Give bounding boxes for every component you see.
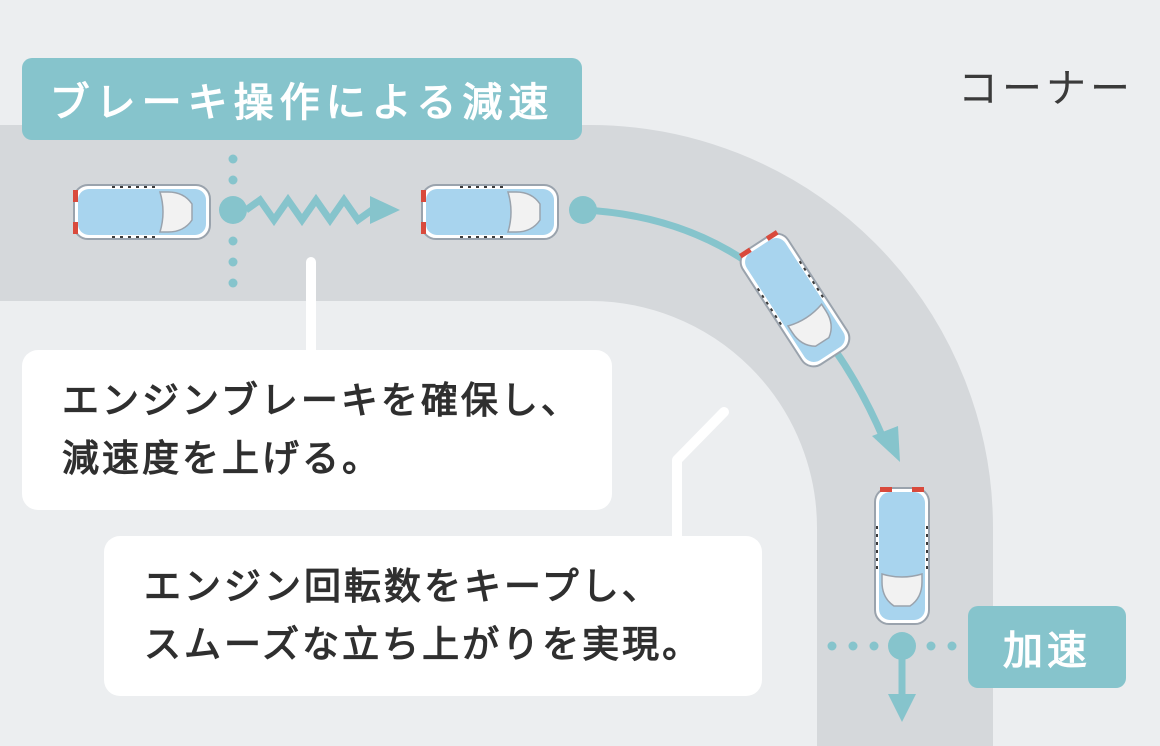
brake-point-marker [219,196,247,224]
deceleration-arrowhead [370,196,400,224]
engine-rpm-callout: エンジン回転数をキープし、 スムーズな立ち上がりを実現。 [104,536,762,696]
car-after-braking [420,184,559,240]
engine-brake-callout-line1: エンジンブレーキを確保し、 [62,379,581,422]
acceleration-tag-text: 加速 [1003,628,1091,674]
brake-deceleration-tag-text: ブレーキ操作による減速 [49,80,555,126]
callout-leader-2 [672,407,729,543]
car-corner-exit [874,486,930,625]
corner-label: コーナー [958,66,1134,112]
car-before-braking [72,184,211,240]
brake-point-dotted-line [228,154,238,288]
engine-brake-callout: エンジンブレーキを確保し、 減速度を上げる。 [22,350,612,510]
accel-point-dotted-line [827,641,957,651]
deceleration-zigzag-arrow [243,193,375,227]
engine-rpm-callout-line2: スムーズな立ち上がりを実現。 [144,623,703,666]
acceleration-tag: 加速 [968,606,1126,688]
brake-deceleration-tag: ブレーキ操作による減速 [22,58,582,140]
engine-brake-callout-line2: 減速度を上げる。 [62,437,382,480]
acceleration-arrowhead [888,694,916,722]
cornering-arrowhead [872,426,900,462]
engine-rpm-callout-line1: エンジン回転数をキープし、 [144,565,662,608]
